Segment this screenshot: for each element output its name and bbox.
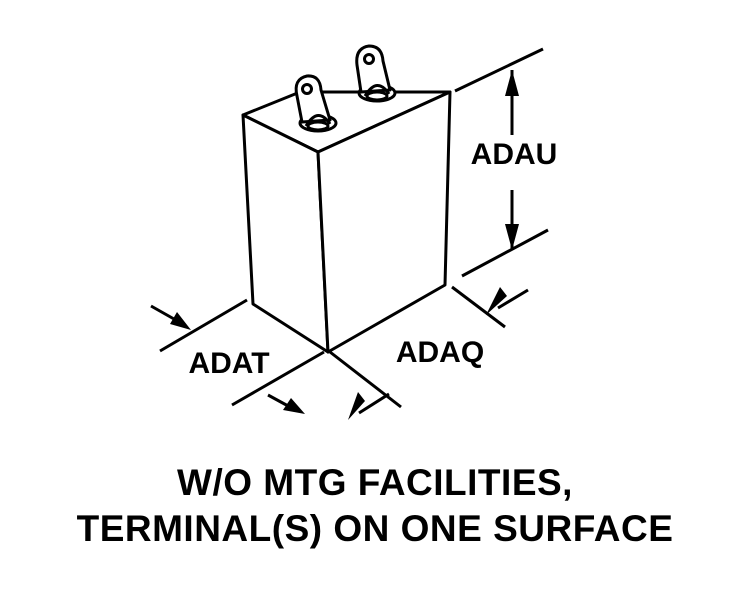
caption-line-1: W/O MTG FACILITIES, bbox=[177, 462, 573, 503]
height-arrow-up bbox=[505, 70, 519, 96]
height-label: ADAU bbox=[471, 138, 558, 171]
caption-line-2: TERMINAL(S) ON ONE SURFACE bbox=[76, 508, 674, 549]
terminal-left bbox=[294, 74, 338, 133]
height-dimension bbox=[454, 47, 549, 278]
height-arrow-down bbox=[505, 224, 519, 250]
capacitor-body bbox=[241, 90, 452, 354]
width-dimension bbox=[150, 298, 325, 414]
depth-dimension bbox=[329, 285, 529, 420]
depth-arrow-upper bbox=[486, 287, 507, 315]
width-label: ADAT bbox=[188, 347, 269, 380]
right-face bbox=[316, 90, 452, 354]
left-face bbox=[241, 113, 330, 354]
width-arrow-lower bbox=[283, 398, 305, 414]
depth-label: ADAQ bbox=[396, 336, 484, 369]
width-arrow-upper bbox=[170, 312, 191, 330]
depth-arrow-lower bbox=[348, 392, 365, 420]
terminal-right bbox=[355, 44, 397, 103]
